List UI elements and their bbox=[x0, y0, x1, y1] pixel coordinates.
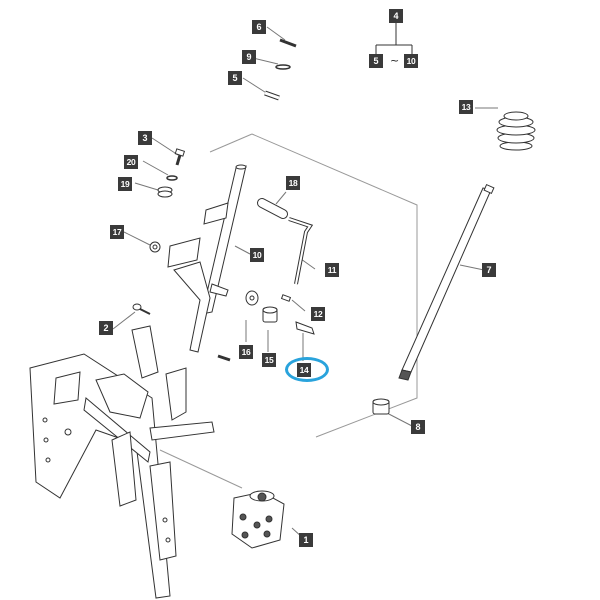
callout-5[interactable]: 5 bbox=[228, 71, 242, 85]
callout-6[interactable]: 6 bbox=[252, 20, 266, 34]
pedal-frame bbox=[29, 325, 215, 599]
callout-19[interactable]: 19 bbox=[118, 177, 132, 191]
callout-10-range[interactable]: 10 bbox=[404, 54, 418, 68]
boot-13 bbox=[496, 111, 536, 151]
bolt-2 bbox=[132, 303, 151, 315]
callout-4[interactable]: 4 bbox=[389, 9, 403, 23]
callout-9[interactable]: 9 bbox=[242, 50, 256, 64]
callout-15[interactable]: 15 bbox=[262, 353, 276, 367]
callout-11[interactable]: 11 bbox=[325, 263, 339, 277]
callout-3[interactable]: 3 bbox=[138, 131, 152, 145]
callout-12[interactable]: 12 bbox=[311, 307, 325, 321]
callout-5-range[interactable]: 5 bbox=[369, 54, 383, 68]
callout-10[interactable]: 10 bbox=[250, 248, 264, 262]
steering-column-tube bbox=[167, 164, 247, 353]
lever-11 bbox=[288, 217, 314, 285]
o-ring-9 bbox=[275, 64, 291, 70]
spring-pin-6 bbox=[279, 38, 297, 48]
bolt-14 bbox=[295, 321, 315, 335]
bushing-8 bbox=[372, 398, 390, 415]
washer-20 bbox=[166, 175, 178, 181]
callout-20[interactable]: 20 bbox=[124, 155, 138, 169]
bushing-19 bbox=[157, 186, 173, 198]
nut-17 bbox=[149, 241, 161, 253]
washer-16 bbox=[245, 290, 259, 306]
callout-1[interactable]: 1 bbox=[299, 533, 313, 547]
bushing-15 bbox=[262, 306, 278, 323]
bushing-5 bbox=[264, 90, 280, 101]
callout-14[interactable]: 14 bbox=[297, 363, 311, 377]
assembly-outline bbox=[251, 133, 418, 438]
highlight-ring bbox=[285, 357, 329, 382]
callout-7[interactable]: 7 bbox=[482, 263, 496, 277]
pin-12 bbox=[280, 294, 292, 302]
grip-18 bbox=[257, 198, 288, 219]
callout-2[interactable]: 2 bbox=[99, 321, 113, 335]
callout-8[interactable]: 8 bbox=[411, 420, 425, 434]
screw-bottom bbox=[217, 354, 231, 362]
range-separator: ~ bbox=[390, 54, 400, 67]
steering-shaft-7 bbox=[398, 183, 495, 381]
callout-18[interactable]: 18 bbox=[286, 176, 300, 190]
bolt-3 bbox=[174, 148, 186, 166]
callout-16[interactable]: 16 bbox=[239, 345, 253, 359]
steering-unit-1 bbox=[231, 490, 285, 549]
callout-17[interactable]: 17 bbox=[110, 225, 124, 239]
callout-13[interactable]: 13 bbox=[459, 100, 473, 114]
